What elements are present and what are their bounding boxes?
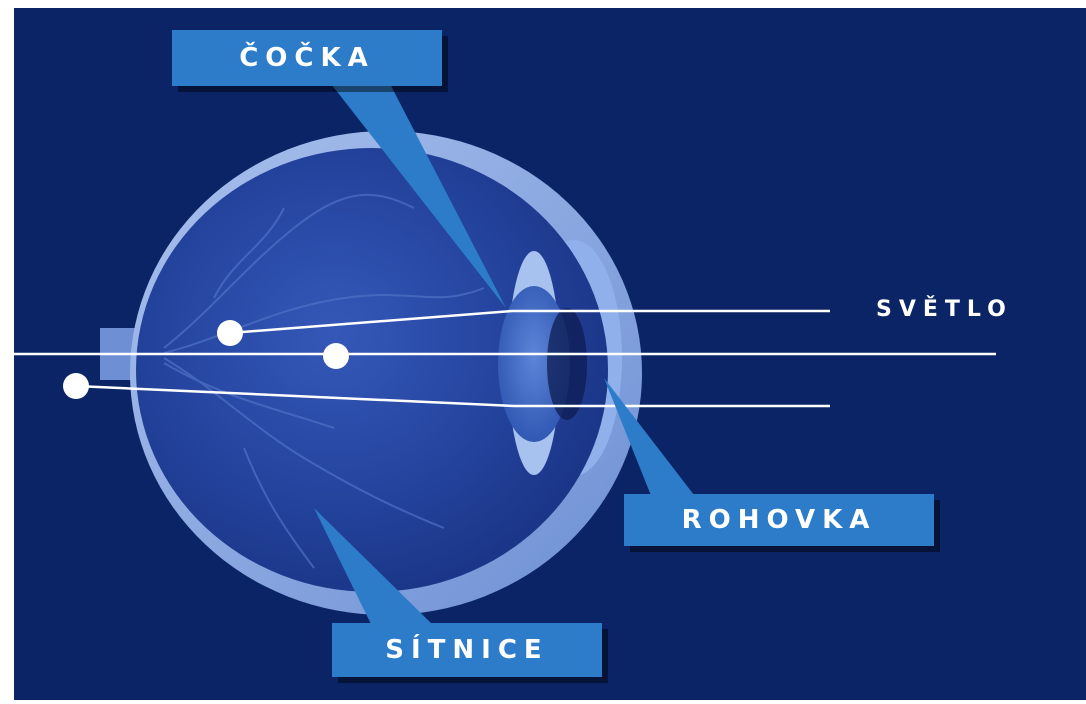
- focal-point-central: [323, 343, 349, 369]
- label-sitnice: SÍTNICE: [332, 623, 602, 677]
- label-svetlo: SVĚTLO: [876, 299, 1013, 321]
- focal-point-lower: [63, 373, 89, 399]
- label-rohovka: ROHOVKA: [624, 494, 934, 546]
- focal-point-upper: [217, 320, 243, 346]
- eye-diagram: ČOČKA ROHOVKA SÍTNICE SVĚTLO: [14, 8, 1086, 700]
- pupil: [547, 308, 587, 420]
- label-cocka: ČOČKA: [172, 30, 442, 86]
- eye-illustration: [14, 8, 1086, 700]
